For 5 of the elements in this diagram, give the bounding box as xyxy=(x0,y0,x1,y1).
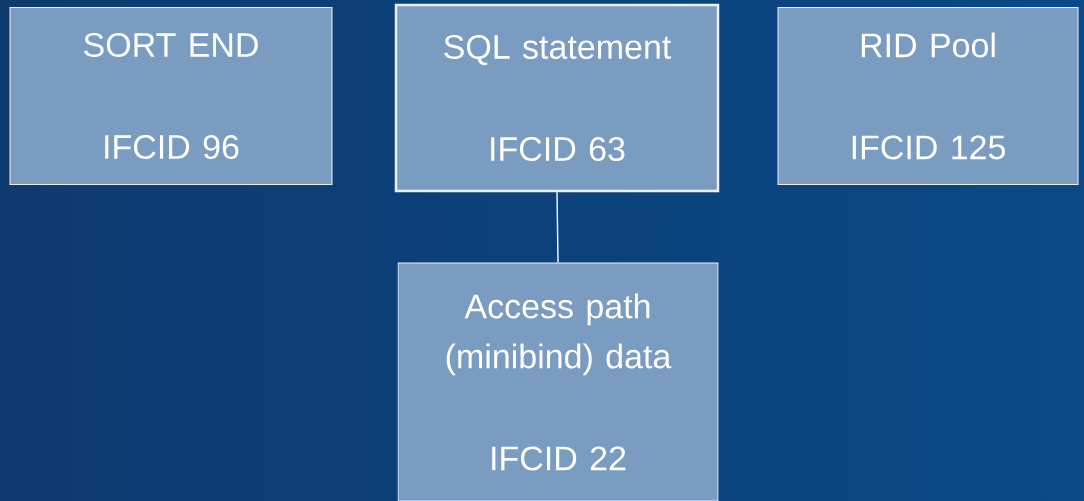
text-box: RID Pool IFCID 125 xyxy=(777,7,1079,185)
text-box: SORT END IFCID 96 xyxy=(9,7,333,185)
text-box: Access path (minibind) data IFCID 22 xyxy=(397,262,719,501)
text-box: SQL statement IFCID 63 xyxy=(394,3,720,193)
connector-line xyxy=(556,191,559,264)
